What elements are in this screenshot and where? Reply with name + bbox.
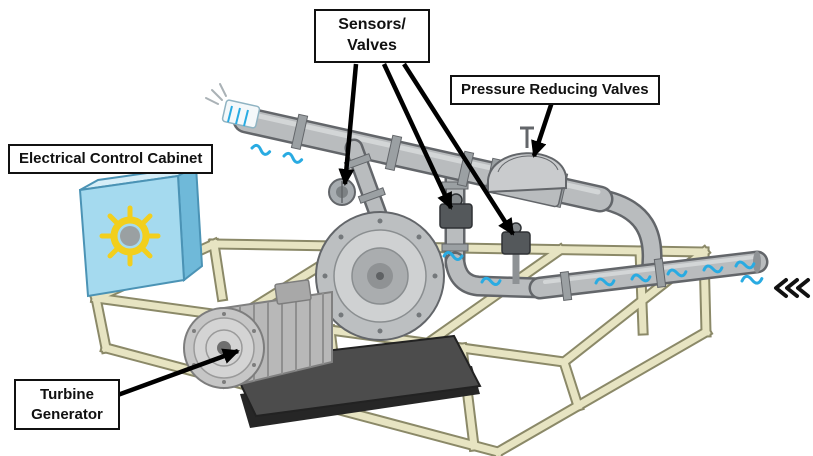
water-wave-icon bbox=[594, 277, 616, 287]
arrow-sensors-to-valve-1 bbox=[338, 63, 359, 186]
turbine-generator-label: Turbine Generator bbox=[14, 379, 120, 430]
arrow-prv-to-dome-valve bbox=[531, 101, 555, 158]
sensors-valves-label: Sensors/ Valves bbox=[314, 9, 430, 63]
turbine-volute-drawing bbox=[315, 211, 445, 341]
arrow-label-to-turbine-generator bbox=[103, 348, 240, 403]
turbine-generator-label-line1: Turbine bbox=[40, 386, 94, 403]
water-wave-icon bbox=[666, 268, 688, 278]
water-wave-icon bbox=[442, 251, 464, 261]
water-wave-icon bbox=[282, 151, 304, 164]
pressure-reducing-valves-label: Pressure Reducing Valves bbox=[450, 75, 660, 105]
pressure-reducing-valve-drawing bbox=[487, 126, 567, 208]
electrical-control-cabinet-label: Electrical Control Cabinet bbox=[8, 144, 214, 174]
electrical-control-cabinet-drawing bbox=[78, 164, 204, 298]
sensor-valve-1-drawing bbox=[328, 178, 356, 206]
water-wave-icon bbox=[740, 274, 764, 285]
water-wave-icon bbox=[250, 143, 272, 156]
arrow-sensors-to-valve-2 bbox=[381, 63, 454, 210]
chevrons-left-icon bbox=[774, 278, 810, 298]
water-wave-icon bbox=[480, 276, 502, 287]
sensors-valves-label-line1: Sensors/ bbox=[338, 16, 406, 33]
water-wave-icon bbox=[630, 273, 652, 283]
sensor-valve-2-drawing bbox=[439, 193, 473, 229]
sensors-valves-label-line2: Valves bbox=[347, 36, 397, 54]
turbine-generator-label-line2: Generator bbox=[31, 405, 103, 423]
inlet-stub bbox=[205, 83, 261, 129]
sun-icon bbox=[99, 205, 161, 267]
spray-lines bbox=[205, 83, 227, 105]
water-flow-icons bbox=[250, 143, 764, 287]
arrow-sensors-to-valve-3 bbox=[402, 62, 515, 236]
water-wave-icon bbox=[702, 264, 724, 274]
annotation-arrows bbox=[103, 62, 555, 403]
water-wave-icon bbox=[734, 260, 756, 270]
